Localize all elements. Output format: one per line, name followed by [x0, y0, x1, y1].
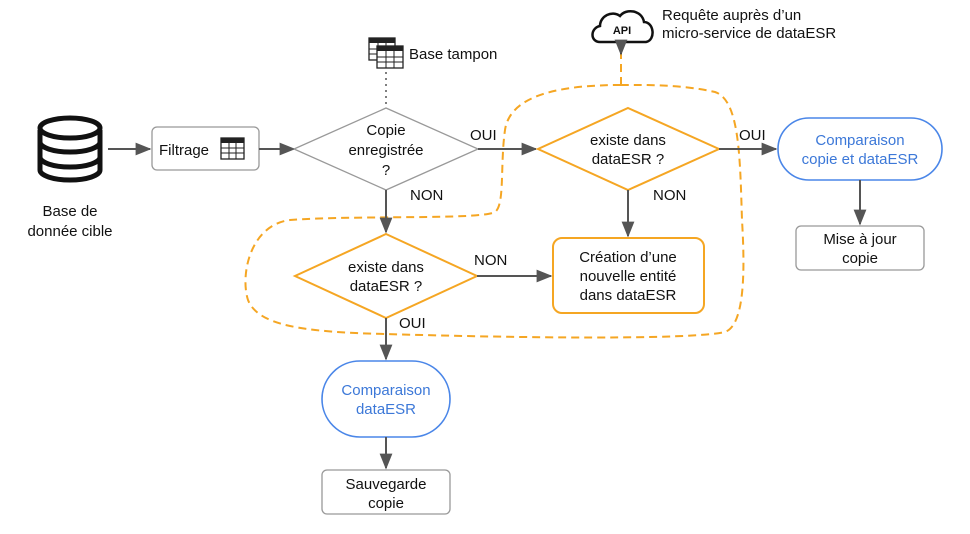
- stacked-tables-icon: [368, 37, 404, 69]
- api-label-line2: micro-service de dataESR: [662, 25, 836, 42]
- edge-label-oui-1: OUI: [470, 127, 497, 144]
- comparaison-line2: dataESR: [356, 401, 416, 418]
- comparaison-copie-line1: Comparaison: [815, 132, 904, 149]
- edge-label-oui-2: OUI: [739, 127, 766, 144]
- creation-line3: dans dataESR: [580, 287, 677, 304]
- api-boundary-dashed: [244, 52, 745, 339]
- comparaison-copie-line2: copie et dataESR: [802, 151, 919, 168]
- edge-label-non-3: NON: [474, 252, 507, 269]
- mise-a-jour-line2: copie: [842, 250, 878, 267]
- api-icon-text: API: [613, 25, 631, 37]
- sauvegarde-line2: copie: [368, 495, 404, 512]
- db-label-line1: Base de: [42, 203, 97, 220]
- table-icon: [220, 137, 245, 160]
- comparaison-box[interactable]: [321, 360, 451, 438]
- comparaison-copie-box[interactable]: [777, 117, 943, 181]
- mise-a-jour-box[interactable]: [795, 225, 925, 271]
- existe-bottom-diamond[interactable]: [292, 232, 480, 320]
- creation-box[interactable]: [552, 237, 705, 314]
- existe-bottom-line1: existe dans: [348, 259, 424, 276]
- comparaison-line1: Comparaison: [341, 382, 430, 399]
- existe-top-diamond[interactable]: [535, 106, 722, 192]
- copie-enregistree-line1: Copie: [366, 122, 405, 139]
- base-tampon-label: Base tampon: [409, 46, 497, 63]
- existe-bottom-line2: dataESR ?: [350, 278, 423, 295]
- creation-line1: Création d’une: [579, 249, 677, 266]
- existe-top-line1: existe dans: [590, 132, 666, 149]
- edge-label-oui-3: OUI: [399, 315, 426, 332]
- api-cloud-icon: API: [591, 9, 654, 56]
- edge-label-non-1: NON: [410, 187, 443, 204]
- sauvegarde-line1: Sauvegarde: [346, 476, 427, 493]
- api-label-line1: Requête auprès d’un: [662, 7, 801, 24]
- creation-line2: nouvelle entité: [580, 268, 677, 285]
- database-icon: [37, 115, 103, 183]
- existe-top-line2: dataESR ?: [592, 151, 665, 168]
- copie-enregistree-line2: enregistrée: [348, 142, 423, 159]
- db-label-line2: donnée cible: [27, 223, 112, 240]
- sauvegarde-box[interactable]: [321, 469, 451, 515]
- copie-enregistree-line3: ?: [382, 162, 390, 179]
- filtrage-label: Filtrage: [159, 142, 209, 159]
- mise-a-jour-line1: Mise à jour: [823, 231, 896, 248]
- edge-label-non-2: NON: [653, 187, 686, 204]
